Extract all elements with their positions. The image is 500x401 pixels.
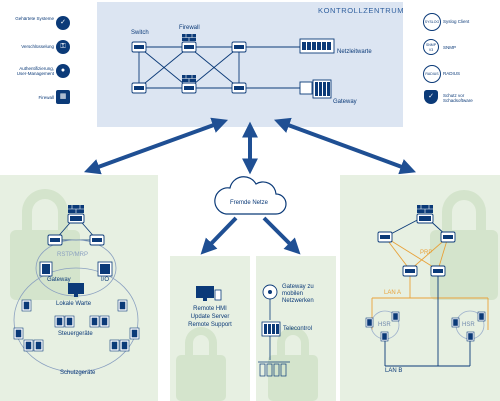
left-io-device [97, 261, 113, 277]
gateway-label: Gateway [333, 99, 357, 105]
firewall-label: Firewall [179, 25, 200, 31]
steuergeraete-label: Steuergeräte [58, 331, 93, 337]
switch-label: Switch [131, 30, 149, 36]
ring-label: RSTP/MRP [57, 252, 89, 258]
main-arrows [83, 117, 417, 255]
legend-snmp-label: SNMP [443, 45, 457, 50]
switch-node-br [231, 82, 247, 94]
lan-b-label: LAN B [385, 368, 403, 374]
switch-node-bl [131, 82, 147, 94]
prp-label: PRP [420, 250, 433, 256]
switch-node-tr [231, 41, 247, 53]
mobile-gateway-device [262, 284, 278, 320]
checklist-icon: ✓ [56, 16, 70, 30]
legend-radius-label: RADIUS [443, 71, 461, 76]
firewall-icon: ▦ [56, 90, 70, 104]
schutzgeraete-label: Schutzgeräte [60, 370, 96, 376]
lock-watermark-mid2 [268, 327, 318, 401]
firewall-node-top [181, 34, 197, 53]
key-icon: ⚿ [56, 40, 70, 54]
telecontrol-device [261, 321, 281, 360]
legend-malware-label: Schutz vor Schadsoftware [443, 93, 473, 103]
telecontrol-label: Telecontrol [283, 326, 313, 332]
kontrollzentrum-panel [97, 2, 403, 127]
right-switch-c [402, 265, 418, 277]
top-mesh-links [138, 46, 300, 89]
radius-icon: RADIUS [423, 65, 441, 83]
remote-hmi-label: Remote HMI [193, 306, 227, 312]
hsr-right-label: HSR [462, 322, 475, 328]
legend-firewall-label: Firewall [38, 95, 54, 100]
left-gateway-label: Gateway [47, 277, 71, 283]
left-hmi-monitor [68, 283, 84, 297]
lock-watermark-right [430, 190, 498, 300]
legend-encryption-label: Verschlüsselung [21, 44, 54, 49]
remote-hmi-monitor [196, 286, 222, 301]
legend-hardened-label: Gehärtete Systeme [15, 16, 54, 21]
netzleitwarte-label: Netzleitwarte [337, 49, 372, 55]
schutzgeraet-devices [13, 327, 140, 352]
switch-node-tl [131, 41, 147, 53]
mobile-gateway-label: Gateway zu mobilen Netzwerken [282, 284, 314, 304]
left-gateway-device [39, 261, 53, 277]
right-switch-d [430, 265, 446, 277]
steuergeraet-devices [21, 299, 128, 328]
lan-a-label: LAN A [384, 290, 402, 296]
lokale-warte-label: Lokale Warte [56, 301, 92, 307]
hsr-devices [365, 311, 486, 342]
cloud-icon [214, 176, 287, 215]
legend-syslog-label: Syslog Client [443, 19, 470, 24]
right-switch-b [440, 231, 456, 243]
right-firewall [416, 205, 434, 224]
lock-watermark-mid1 [176, 327, 226, 401]
left-io-label: I/O [101, 277, 110, 283]
right-switch-a [377, 231, 393, 243]
cloud-label: Fremde Netze [230, 200, 269, 206]
netzleitwarte-device [299, 38, 335, 54]
substation-equipment [258, 361, 290, 377]
legend-auth-label: Authentifizierung, User-Management [16, 66, 54, 76]
kontrollzentrum-title: KONTROLLZENTRUM [318, 6, 405, 15]
hsr-left-label: HSR [378, 322, 391, 328]
syslog-icon: SYSLOG [423, 13, 441, 31]
shield-icon: ✓ [424, 90, 438, 104]
user-icon: ● [56, 64, 70, 78]
left-firewall [67, 205, 85, 224]
firewall-node-bottom [181, 75, 197, 94]
snmp-icon: SNMP V3 [423, 39, 439, 55]
left-switch-a [47, 234, 63, 246]
left-switch-b [89, 234, 105, 246]
update-server-label: Update Server [190, 314, 230, 320]
gateway-device [299, 79, 332, 99]
remote-support-label: Remote Support [188, 322, 232, 328]
prp-links [371, 236, 489, 330]
